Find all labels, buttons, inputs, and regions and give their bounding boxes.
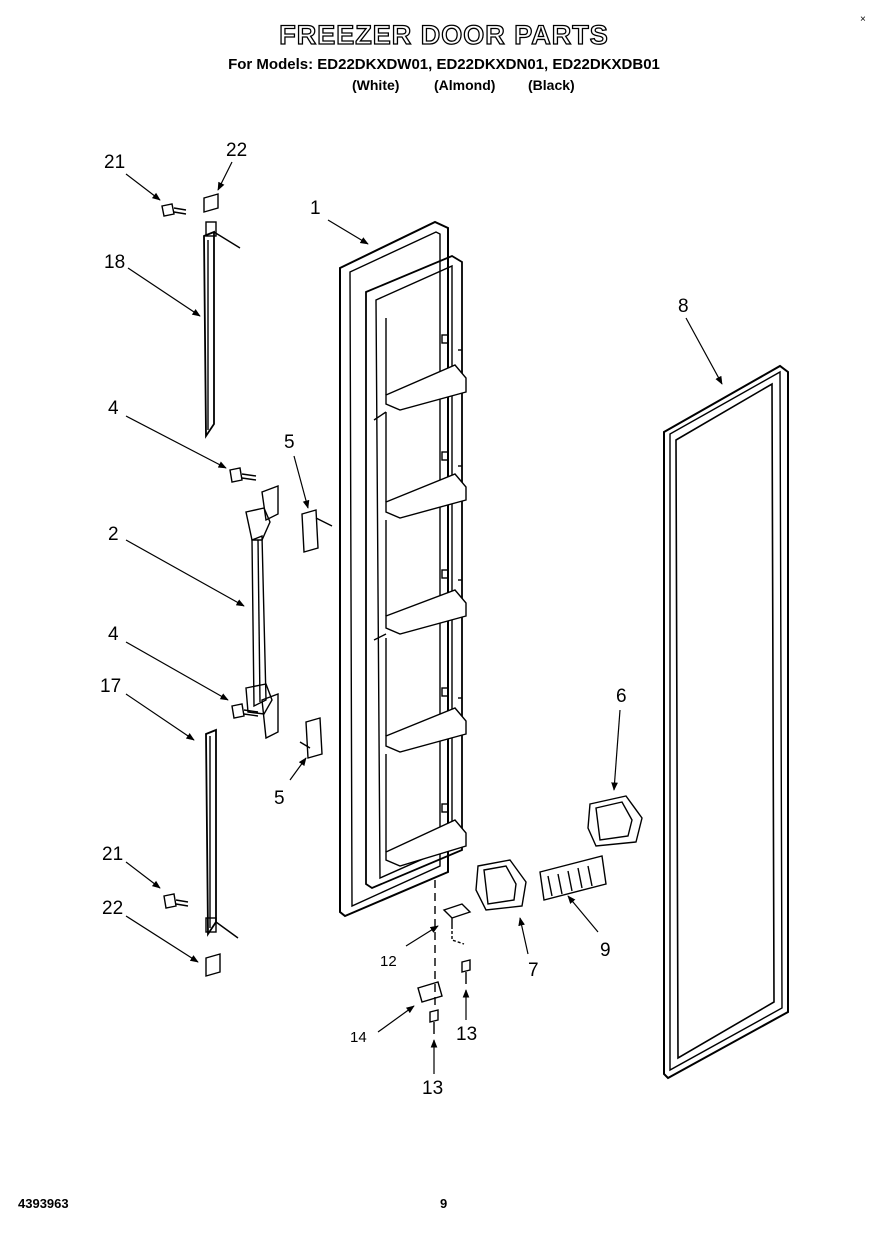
callout-4-bottom: 4: [108, 624, 119, 645]
color-label-almond: (Almond): [434, 77, 496, 93]
models-line: For Models: ED22DKXDW01, ED22DKXDN01, ED…: [228, 56, 660, 73]
hinge-block-part-14: [417, 981, 443, 1003]
page-number: 9: [440, 1196, 448, 1211]
handle-part-2: [245, 484, 279, 740]
shelf-end-part-6: [587, 795, 643, 847]
callout-12: 12: [380, 953, 397, 970]
leader-arrows: [125, 161, 723, 1074]
callout-13-right: 13: [456, 1024, 477, 1045]
clip-part-22-bottom: [205, 953, 221, 977]
lower-trim-part-17: [205, 728, 239, 939]
screw-part-13-bottom: [429, 1009, 439, 1034]
callout-22-bottom: 22: [102, 898, 123, 919]
bracket-part-5-bottom: [299, 717, 323, 759]
document-number: 4393963: [18, 1196, 69, 1211]
color-label-black: (Black): [528, 77, 575, 93]
callout-21-top: 21: [104, 152, 125, 173]
callout-7: 7: [528, 960, 539, 981]
callout-6: 6: [616, 686, 627, 707]
screw-part-21-top: [161, 203, 187, 217]
color-label-white: (White): [352, 77, 400, 93]
upper-trim-part-18: [203, 221, 241, 439]
callout-8: 8: [678, 296, 689, 317]
callout-22-top: 22: [226, 140, 247, 161]
callout-17: 17: [100, 676, 121, 697]
hinge-part-12: [442, 903, 472, 945]
callout-1: 1: [310, 198, 321, 219]
screw-part-21-bottom: [163, 893, 189, 909]
callout-5-top: 5: [284, 432, 295, 453]
callout-4-top: 4: [108, 398, 119, 419]
callout-9: 9: [600, 940, 611, 961]
screw-part-13-right: [461, 959, 471, 984]
door-gasket-part-8: [663, 364, 789, 1080]
clip-part-22-top: [203, 193, 219, 213]
screw-part-4-bottom: [231, 703, 259, 719]
callout-21-bottom: 21: [102, 844, 123, 865]
callout-14: 14: [350, 1029, 367, 1046]
shelf-end-part-7: [475, 859, 527, 911]
door-liner-part-1: [339, 220, 467, 918]
shelf-rail-part-9: [539, 855, 607, 901]
bracket-part-5-top: [301, 509, 333, 553]
corner-mark: ×: [860, 14, 866, 25]
page-title: FREEZER DOOR PARTS: [279, 19, 609, 50]
callout-18: 18: [104, 252, 125, 273]
screw-part-4-top: [229, 467, 257, 483]
callout-13-bottom: 13: [422, 1078, 443, 1099]
callout-2: 2: [108, 524, 119, 545]
callout-5-bottom: 5: [274, 788, 285, 809]
